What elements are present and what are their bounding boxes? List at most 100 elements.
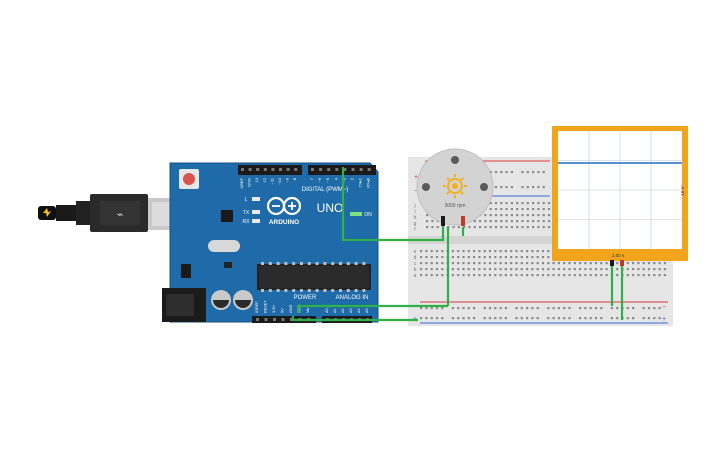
breadboard-hole[interactable] xyxy=(658,274,661,277)
breadboard-hole[interactable] xyxy=(526,274,529,277)
breadboard-hole[interactable] xyxy=(537,208,540,211)
breadboard-hole[interactable] xyxy=(537,214,540,217)
breadboard-hole[interactable] xyxy=(435,250,439,253)
breadboard-hole[interactable] xyxy=(515,262,518,265)
breadboard-hole[interactable] xyxy=(473,274,476,277)
breadboard-hole[interactable] xyxy=(504,250,507,253)
breadboard-hole[interactable] xyxy=(573,262,576,265)
breadboard-hole[interactable] xyxy=(504,256,507,259)
breadboard-hole[interactable] xyxy=(478,262,481,265)
breadboard-hole[interactable] xyxy=(510,186,513,189)
breadboard-hole[interactable] xyxy=(510,208,513,211)
breadboard-hole[interactable] xyxy=(457,226,460,229)
breadboard-hole[interactable] xyxy=(605,274,608,277)
power-header-pin[interactable] xyxy=(256,318,259,321)
breadboard-hole[interactable] xyxy=(626,274,629,277)
breadboard-hole[interactable] xyxy=(653,262,656,265)
breadboard-hole[interactable] xyxy=(510,274,513,277)
breadboard-hole[interactable] xyxy=(563,317,566,320)
breadboard-hole[interactable] xyxy=(494,186,498,189)
breadboard-hole[interactable] xyxy=(500,186,503,189)
breadboard-hole[interactable] xyxy=(494,202,498,205)
breadboard-hole[interactable] xyxy=(441,317,444,320)
wires[interactable] xyxy=(291,167,624,322)
breadboard-hole[interactable] xyxy=(420,274,423,277)
breadboard-hole[interactable] xyxy=(584,262,587,265)
breadboard-hole[interactable] xyxy=(526,250,529,253)
breadboard-hole[interactable] xyxy=(505,220,508,223)
breadboard-hole[interactable] xyxy=(426,220,429,223)
breadboard-hole[interactable] xyxy=(473,307,476,310)
breadboard-hole[interactable] xyxy=(435,268,439,271)
breadboard-hole[interactable] xyxy=(484,220,487,223)
header-pin[interactable] xyxy=(256,168,260,171)
wire-gnd-to-rail[interactable] xyxy=(296,304,448,313)
breadboard-hole[interactable] xyxy=(483,274,486,277)
breadboard-hole[interactable] xyxy=(462,262,465,265)
breadboard-hole[interactable] xyxy=(536,256,539,259)
breadboard-hole[interactable] xyxy=(589,274,592,277)
breadboard-hole[interactable] xyxy=(526,220,529,223)
breadboard-hole[interactable] xyxy=(579,307,582,310)
dc-motor[interactable]: 3000 rpm xyxy=(416,148,494,226)
breadboard-hole[interactable] xyxy=(563,268,566,271)
breadboard-hole[interactable] xyxy=(532,214,535,217)
breadboard-hole[interactable] xyxy=(515,307,518,310)
breadboard-hole[interactable] xyxy=(430,250,433,253)
breadboard-hole[interactable] xyxy=(505,186,508,189)
breadboard-hole[interactable] xyxy=(531,262,534,265)
breadboard-hole[interactable] xyxy=(541,274,545,277)
breadboard-hole[interactable] xyxy=(425,307,428,310)
breadboard-hole[interactable] xyxy=(632,262,635,265)
breadboard-hole[interactable] xyxy=(547,262,550,265)
breadboard-hole[interactable] xyxy=(637,274,640,277)
breadboard-hole[interactable] xyxy=(536,307,539,310)
breadboard-hole[interactable] xyxy=(568,317,571,320)
breadboard-hole[interactable] xyxy=(431,226,434,229)
breadboard-hole[interactable] xyxy=(536,317,539,320)
breadboard-hole[interactable] xyxy=(520,250,523,253)
breadboard-hole[interactable] xyxy=(547,256,550,259)
breadboard-hole[interactable] xyxy=(457,317,460,320)
breadboard-hole[interactable] xyxy=(467,307,470,310)
breadboard-hole[interactable] xyxy=(557,274,560,277)
breadboard-hole[interactable] xyxy=(542,220,545,223)
breadboard-hole[interactable] xyxy=(441,268,444,271)
breadboard-hole[interactable] xyxy=(515,268,518,271)
breadboard-hole[interactable] xyxy=(547,274,550,277)
breadboard-hole[interactable] xyxy=(457,250,460,253)
breadboard-hole[interactable] xyxy=(483,256,486,259)
breadboard-hole[interactable] xyxy=(537,202,540,205)
breadboard-hole[interactable] xyxy=(537,186,540,189)
breadboard-hole[interactable] xyxy=(489,220,492,223)
breadboard-hole[interactable] xyxy=(426,214,429,217)
breadboard-hole[interactable] xyxy=(542,214,545,217)
breadboard-hole[interactable] xyxy=(473,226,476,229)
breadboard-hole[interactable] xyxy=(489,226,492,229)
breadboard-hole[interactable] xyxy=(499,307,502,310)
breadboard-hole[interactable] xyxy=(536,262,539,265)
breadboard-hole[interactable] xyxy=(594,268,598,271)
breadboard-hole[interactable] xyxy=(557,317,560,320)
breadboard-hole[interactable] xyxy=(483,317,486,320)
breadboard-hole[interactable] xyxy=(626,262,629,265)
breadboard-hole[interactable] xyxy=(531,307,534,310)
breadboard-hole[interactable] xyxy=(430,274,433,277)
breadboard-hole[interactable] xyxy=(532,226,535,229)
breadboard-hole[interactable] xyxy=(441,262,444,265)
breadboard-hole[interactable] xyxy=(557,268,560,271)
breadboard-hole[interactable] xyxy=(473,256,476,259)
breadboard-hole[interactable] xyxy=(547,250,550,253)
breadboard-hole[interactable] xyxy=(435,262,439,265)
breadboard-hole[interactable] xyxy=(510,214,513,217)
breadboard-hole[interactable] xyxy=(541,262,545,265)
breadboard-hole[interactable] xyxy=(435,307,439,310)
breadboard-hole[interactable] xyxy=(505,171,508,174)
power-header-pin[interactable] xyxy=(281,318,285,321)
breadboard-hole[interactable] xyxy=(526,171,529,174)
breadboard-hole[interactable] xyxy=(600,274,603,277)
header-pin[interactable] xyxy=(319,168,323,171)
breadboard-hole[interactable] xyxy=(435,317,439,320)
breadboard-hole[interactable] xyxy=(584,307,587,310)
breadboard-hole[interactable] xyxy=(488,250,492,253)
